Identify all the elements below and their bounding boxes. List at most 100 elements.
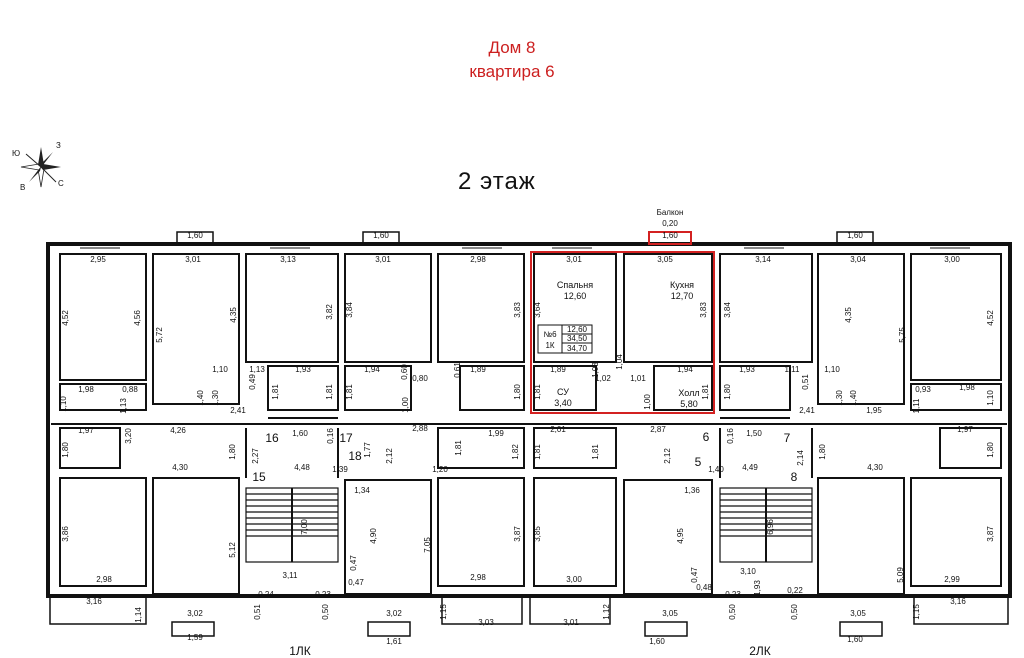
dimension-label: 4,90 — [369, 528, 378, 544]
flat-number: 16 — [265, 431, 279, 445]
apartment6-labels: Спальня 12,60 Кухня 12,70 СУ 3,40 Холл 5… — [543, 208, 699, 409]
dimension-label: 2,98 — [470, 255, 486, 264]
dimension-label: 3,05 — [850, 609, 866, 618]
dimension-label: 1,81 — [345, 384, 354, 400]
dimension-label: 3,01 — [185, 255, 201, 264]
dimension-label: 0,23 — [725, 590, 741, 599]
dimension-label: 1,10 — [986, 390, 995, 406]
dimension-label: 0,49 — [248, 374, 257, 390]
dimension-label: 4,52 — [61, 310, 70, 326]
dimension-label: 3,16 — [86, 597, 102, 606]
dimension-label: 3,82 — [325, 304, 334, 320]
room-bathroom-area: 3,40 — [554, 398, 572, 408]
flat-number: 15 — [252, 470, 266, 484]
dimension-label: 0,48 — [696, 583, 712, 592]
flat-number: 5 — [695, 455, 702, 469]
dimension-label: 0,50 — [321, 604, 330, 620]
dimension-label: 1,40 — [196, 390, 205, 406]
dimension-label: 0,80 — [412, 374, 428, 383]
dimension-label: 7,05 — [423, 537, 432, 553]
dimension-label: 1,93 — [739, 365, 755, 374]
dimension-label: 1,80 — [228, 444, 237, 460]
room-bedroom-name: Спальня — [557, 280, 593, 290]
stairwell-2 — [719, 487, 813, 563]
dimension-label: 4,35 — [229, 307, 238, 323]
summary-number: №6 — [543, 330, 557, 339]
stairwell-labels: 1ЛК 2ЛК — [289, 644, 771, 658]
dimension-label: 3,87 — [986, 526, 995, 542]
dimension-label: 0,51 — [801, 374, 810, 390]
dimension-label: 1,59 — [187, 633, 203, 642]
dimension-label: 2,99 — [944, 575, 960, 584]
dimension-label: 0,50 — [790, 604, 799, 620]
compass-west-label: В — [20, 183, 25, 192]
dimension-label: 1,81 — [533, 384, 542, 400]
dimension-label: 3,16 — [950, 597, 966, 606]
dimension-label: 1,10 — [59, 396, 68, 412]
floor-label: 2 этаж — [458, 168, 536, 195]
balcony-area: 0,20 — [662, 219, 678, 228]
dimension-label: 1,89 — [550, 365, 566, 374]
dimension-label: 1,40 — [849, 390, 858, 406]
dimension-label: 0,61 — [453, 362, 462, 378]
dimension-label: 4,26 — [170, 426, 186, 435]
dimension-label: 1,15 — [912, 604, 921, 620]
dimension-label: 3,84 — [723, 302, 732, 318]
dimension-label: 1,81 — [533, 444, 542, 460]
dimension-label: 0,47 — [349, 555, 358, 571]
dimension-label: 1,93 — [295, 365, 311, 374]
dimension-label: 4,52 — [986, 310, 995, 326]
stairwell-1 — [245, 487, 339, 563]
dimension-label: 1,60 — [292, 429, 308, 438]
dimension-label: 1,13 — [119, 398, 128, 414]
dimension-label: 1,03 — [591, 362, 600, 378]
dimension-label: 1,04 — [615, 354, 624, 370]
dimension-label: 3,14 — [755, 255, 771, 264]
dimension-label: 4,35 — [844, 307, 853, 323]
plan-title: Дом 8 квартира 6 — [0, 36, 1024, 84]
apartment6-walls — [533, 253, 713, 411]
dimension-label: 3,85 — [533, 526, 542, 542]
dimension-label: 3,86 — [61, 526, 70, 542]
balcony-label: Балкон — [657, 208, 684, 217]
dimension-label: 1,99 — [488, 429, 504, 438]
dimension-label: 1,30 — [835, 390, 844, 406]
dimension-label: 2,95 — [90, 255, 106, 264]
room-bedroom-area: 12,60 — [564, 291, 587, 301]
dimension-label: 0,47 — [690, 567, 699, 583]
dimension-label: 1,93 — [753, 580, 762, 596]
dimension-label: 1,60 — [847, 231, 863, 240]
dimension-label: 3,05 — [657, 255, 673, 264]
dimension-label: 1,20 — [432, 465, 448, 474]
compass-east-label: З — [56, 141, 61, 150]
dimension-label: 2,98 — [96, 575, 112, 584]
dimension-label: 1,97 — [78, 426, 94, 435]
dimension-label: 3,02 — [386, 609, 402, 618]
dimension-label: 1,60 — [662, 231, 678, 240]
dimension-label: 1,97 — [957, 425, 973, 434]
dimension-label: 3,83 — [513, 302, 522, 318]
stairwell-1-label: 1ЛК — [289, 644, 311, 658]
dimension-label: 2,27 — [251, 448, 260, 464]
room-walls-top — [59, 253, 1002, 411]
dimension-label: 1,81 — [325, 384, 334, 400]
dimension-label: 4,95 — [676, 528, 685, 544]
flat-number: 8 — [791, 470, 798, 484]
apartment6-balcony — [648, 231, 692, 245]
dimension-label: 1,60 — [373, 231, 389, 240]
dimension-label: 1,14 — [134, 607, 143, 623]
dimension-label: 0,47 — [348, 578, 364, 587]
stairwell-2-label: 2ЛК — [749, 644, 771, 658]
apartment6-summary-box — [537, 324, 593, 354]
dimension-label: 1,60 — [649, 637, 665, 646]
house-title: Дом 8 — [488, 38, 536, 57]
dimension-label: 4,48 — [294, 463, 310, 472]
dimension-label: 1,13 — [249, 365, 265, 374]
dimension-label: 2,41 — [799, 406, 815, 415]
dimension-label: 1,34 — [354, 486, 370, 495]
dimension-label: 7,00 — [300, 519, 309, 535]
dimension-label: 1,89 — [470, 365, 486, 374]
dimension-label: 0,60 — [400, 364, 409, 380]
dimension-label: 1,81 — [591, 444, 600, 460]
